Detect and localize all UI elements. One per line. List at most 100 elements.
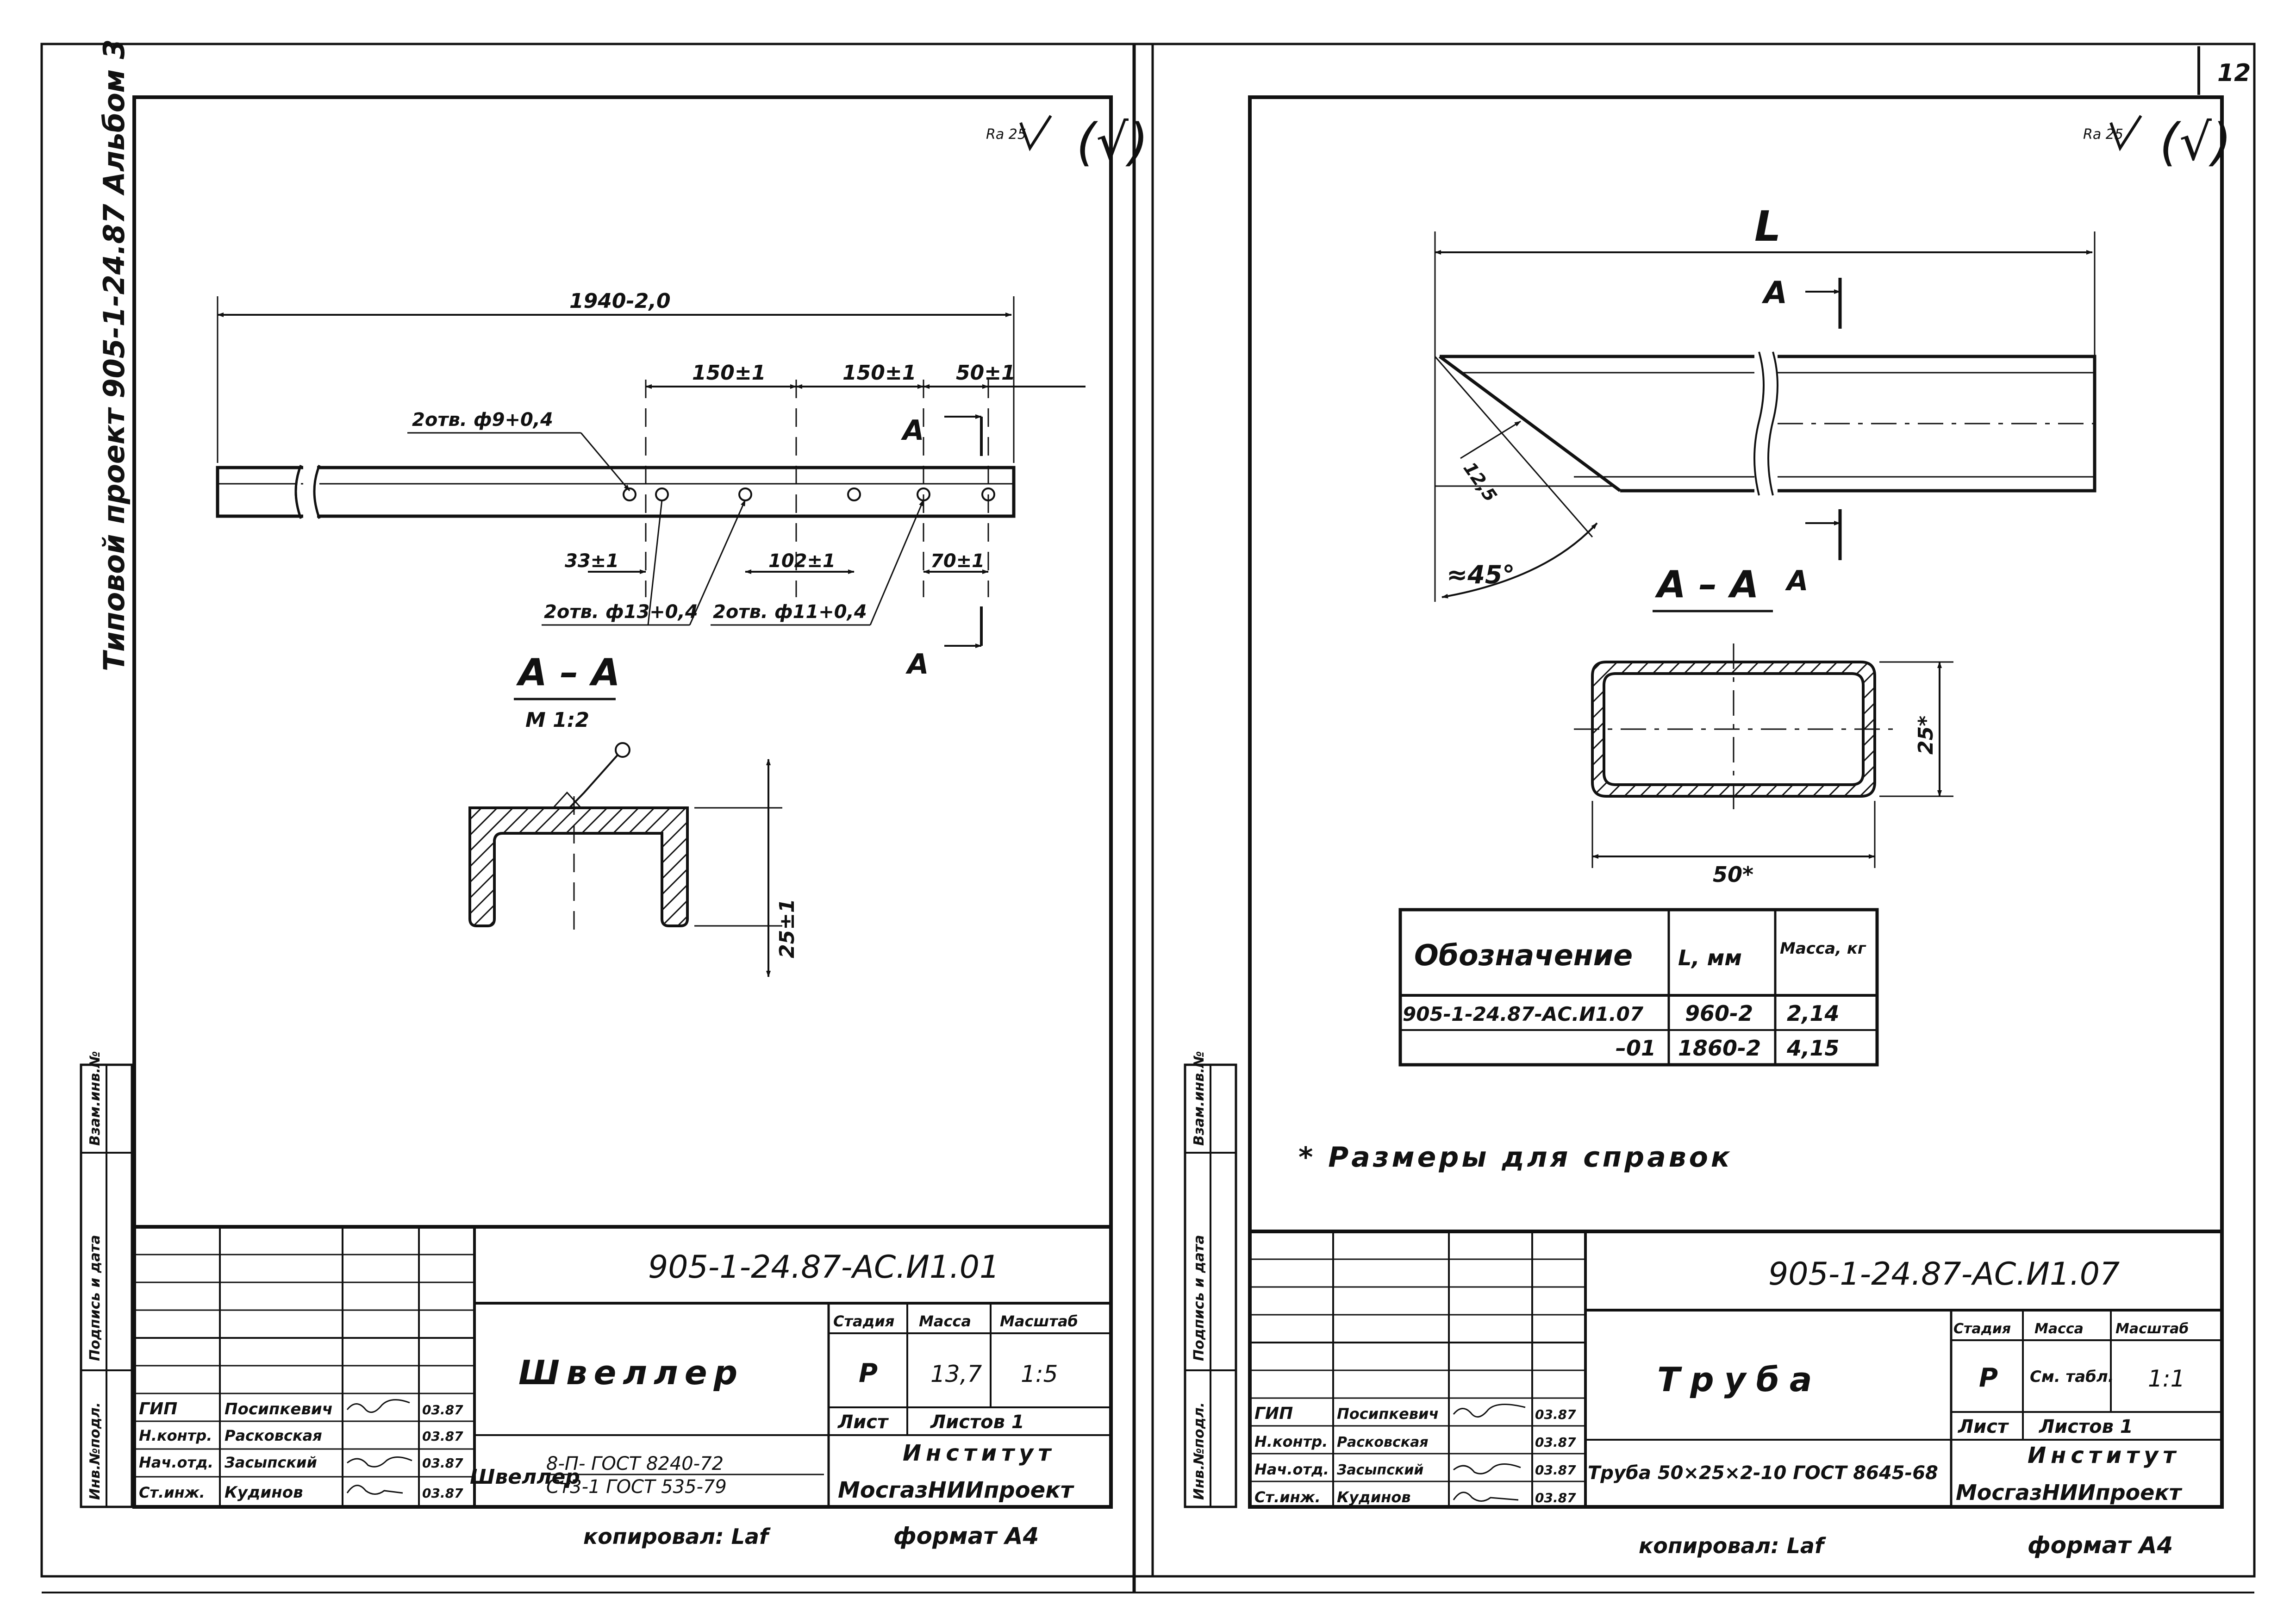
section-mark-top-right: А	[1761, 275, 1787, 311]
side-label-inv-r: Инв.№подл.	[1191, 1402, 1207, 1500]
staff-date-left-0: 03.87	[422, 1402, 463, 1418]
material-prefix-left: Швеллер	[470, 1465, 580, 1489]
staff-name-left-1: Расковская	[225, 1427, 322, 1444]
stage-right: Р	[1979, 1363, 1998, 1393]
scale-left: 1:5	[1021, 1361, 1058, 1387]
dim-d6: 70±1	[930, 550, 985, 572]
reference-note: * Размеры для справок	[1298, 1141, 1733, 1174]
side-label-vzam-r: Взам.инв.№	[1191, 1051, 1207, 1146]
mass-right: См. табл.	[2030, 1368, 2114, 1386]
material-top-left: 8-П- ГОСТ 8240-72	[546, 1453, 724, 1474]
staff-name-left-2: Засыпский	[224, 1454, 317, 1471]
section-mark-bottom: А	[905, 648, 929, 681]
dim-overall: 1940-2,0	[569, 289, 671, 313]
staff-date-right-2: 03.87	[1535, 1462, 1576, 1478]
staff-date-right-0: 03.87	[1535, 1407, 1576, 1422]
org-line1-right: Институт	[2028, 1443, 2180, 1468]
side-label-sign: Подпись и дата	[87, 1235, 103, 1361]
staff-name-right-3: Кудинов	[1337, 1488, 1411, 1506]
staff-role-left-3: Ст.инж.	[139, 1484, 205, 1501]
table-header-mass: Масса, кг	[1780, 939, 1866, 958]
side-stamp-left	[80, 1063, 133, 1508]
staff-role-right-0: ГИП	[1254, 1404, 1293, 1423]
angle-label: ≈45°	[1447, 560, 1515, 589]
table-row2-designation: –01	[1616, 1036, 1656, 1061]
tube-elevation	[1434, 351, 2096, 599]
left-margin-title: Типовой проект 905-1-24.87 Альбом 3	[97, 39, 131, 671]
format-left: формат А4	[893, 1523, 1039, 1549]
side-label-inv: Инв.№подл.	[87, 1402, 103, 1500]
variants-table	[1398, 908, 1879, 1067]
signatures-left	[346, 1399, 412, 1495]
mass-left: 13,7	[930, 1361, 982, 1387]
staff-date-left-2: 03.87	[422, 1455, 463, 1471]
page-frames	[40, 43, 2256, 1593]
copied-by-left: копировал: Laf	[583, 1524, 771, 1549]
staff-date-left-3: 03.87	[422, 1486, 463, 1501]
material-bottom-left: Ст3-1 ГОСТ 535-79	[546, 1476, 727, 1498]
staff-name-left-0: Посипкевич	[225, 1400, 333, 1418]
roughness-right: Ra 25	[2083, 126, 2123, 143]
staff-role-left-0: ГИП	[139, 1399, 177, 1418]
col-stage-right: Стадия	[1953, 1321, 2011, 1337]
staff-role-right-3: Ст.инж.	[1254, 1488, 1321, 1506]
col-scale-right: Масштаб	[2115, 1321, 2189, 1337]
staff-date-right-3: 03.87	[1535, 1490, 1576, 1505]
dim-d2: 150±1	[842, 361, 916, 385]
part-name-right: Труба	[1657, 1360, 1822, 1399]
sheets-label-right: Листов 1	[2039, 1416, 2133, 1437]
staff-role-left-2: Нач.отд.	[139, 1454, 213, 1471]
staff-name-right-0: Посипкевич	[1337, 1405, 1439, 1423]
format-right: формат А4	[2028, 1532, 2173, 1559]
holes-c: 2отв. ф11+0,4	[713, 601, 867, 623]
side-stamp-right	[1184, 1063, 1237, 1508]
staff-name-right-2: Засыпский	[1336, 1462, 1423, 1478]
staff-date-left-1: 03.87	[422, 1429, 463, 1444]
org-line2-left: МосгазНИИпроект	[838, 1477, 1075, 1503]
dim-d4: 33±1	[565, 550, 619, 572]
channel-section	[468, 742, 689, 940]
table-row1-designation: 905-1-24.87-АС.И1.07	[1403, 1003, 1644, 1025]
svg-text:(√): (√)	[1076, 112, 1148, 172]
roughness-symbol-left: (√)	[1019, 112, 1148, 172]
staff-date-right-1: 03.87	[1535, 1435, 1576, 1450]
table-row1-mass: 2,14	[1787, 1001, 1840, 1026]
dim-d3: 50±1	[956, 361, 1016, 385]
col-mass-left: Масса	[919, 1312, 971, 1330]
table-header-length: L, мм	[1678, 945, 1742, 970]
sheets-label-left: Листов 1	[930, 1412, 1024, 1433]
col-stage-left: Стадия	[833, 1312, 894, 1330]
dim-d1: 150±1	[692, 361, 766, 385]
col-scale-left: Масштаб	[1000, 1312, 1078, 1330]
staff-role-right-1: Н.контр.	[1254, 1433, 1328, 1450]
title-block-left	[134, 1225, 1111, 1507]
table-row1-length: 960-2	[1685, 1001, 1753, 1026]
material-right: Труба 50×25×2-10 ГОСТ 8645-68	[1588, 1462, 1938, 1484]
dim-d5: 102±1	[768, 550, 836, 572]
dim-length: L	[1754, 202, 1781, 251]
copied-by-right: копировал: Laf	[1639, 1533, 1826, 1558]
col-mass-right: Масса	[2034, 1321, 2084, 1337]
part-name-left: Швеллер	[518, 1353, 744, 1392]
staff-name-right-1: Расковская	[1337, 1434, 1429, 1450]
section-mark-top: А	[901, 414, 924, 447]
signatures-right	[1453, 1404, 1526, 1502]
table-row2-length: 1860-2	[1678, 1036, 1761, 1061]
org-line1-left: Институт	[903, 1440, 1055, 1466]
side-label-vzam: Взам.инв.№	[87, 1051, 103, 1146]
title-block-right	[1250, 1230, 2222, 1507]
staff-role-right-2: Нач.отд.	[1254, 1461, 1329, 1478]
section-width-right: 50*	[1713, 862, 1753, 887]
section-scale-left: М 1:2	[525, 708, 589, 732]
channel-elevation	[216, 380, 1016, 597]
svg-text:(√): (√)	[2159, 112, 2232, 172]
roughness-left: Ra 25	[986, 126, 1026, 143]
sheet-label-left: Лист	[837, 1412, 889, 1433]
holes-a: 2отв. ф9+0,4	[412, 409, 553, 431]
sheet-number: 12	[2217, 59, 2251, 87]
tube-section	[1574, 643, 1893, 815]
holes-b: 2отв. ф13+0,4	[544, 601, 698, 623]
designation-left: 905-1-24.87-АС.И1.01	[648, 1249, 999, 1286]
org-line2-right: МосгазНИИпроект	[1956, 1480, 2183, 1505]
